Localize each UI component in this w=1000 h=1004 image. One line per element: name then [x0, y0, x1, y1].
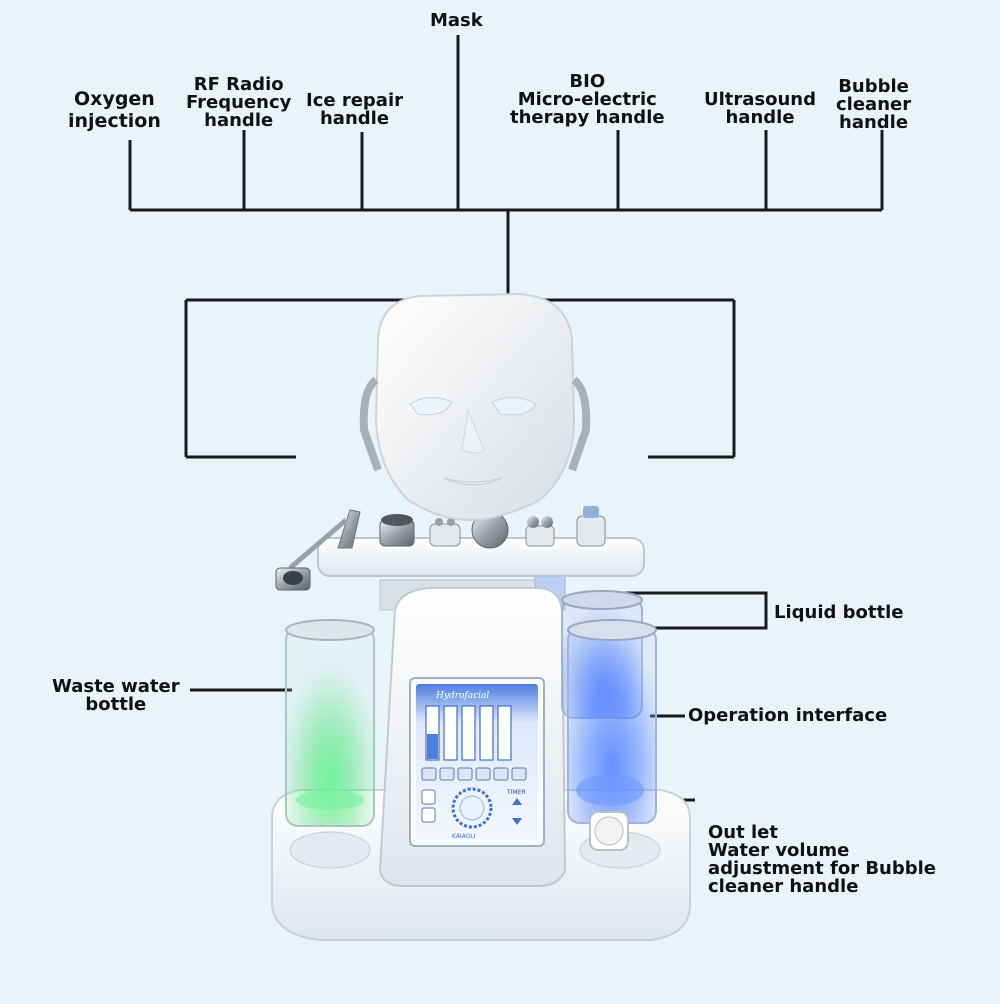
label-mask: Mask	[430, 10, 483, 31]
label-rf-handle: RF Radio Frequency handle	[186, 74, 292, 131]
timer-dial[interactable]	[451, 787, 493, 829]
outlet-knob[interactable]	[589, 811, 629, 851]
label-waste-water-bottle: Waste water bottle	[52, 676, 180, 715]
connector-lines	[128, 35, 884, 802]
up-arrow-icon[interactable]	[512, 798, 522, 805]
label-bubble-cleaner-handle: Bubble cleaner handle	[836, 76, 912, 133]
label-operation-interface: Operation interface	[688, 705, 888, 726]
liquid-bottle	[561, 590, 657, 824]
label-bio-handle: BIO Micro-electric therapy handle	[510, 71, 665, 128]
ultrasound-handle[interactable]	[576, 506, 606, 547]
screen-timer: TIMER	[506, 789, 526, 796]
screen-brand-footer: KAIAOLI	[452, 833, 476, 840]
screen-icons	[421, 767, 527, 781]
label-ice-repair-handle: Ice repair handle	[306, 90, 404, 129]
oxygen-injection-handle[interactable]	[275, 509, 361, 591]
down-arrow-icon[interactable]	[512, 818, 522, 825]
screen-bars	[425, 705, 512, 761]
rf-radio-frequency-handle[interactable]	[379, 514, 415, 547]
label-ultrasound-handle: Ultrasound handle	[704, 89, 817, 128]
label-outlet: Out let Water volume adjustment for Bubb…	[708, 822, 937, 897]
screen-brand: Hydrofacial	[435, 691, 489, 701]
touch-screen[interactable]: Hydrofacial TIMER	[409, 677, 545, 847]
bio-micro-electric-therapy-handle[interactable]	[525, 516, 555, 547]
ice-repair-handle[interactable]	[429, 518, 461, 547]
waste-water-bottle	[285, 619, 375, 827]
label-oxygen-injection: Oxygen injection	[68, 88, 161, 132]
led-mask	[359, 292, 591, 522]
label-liquid-bottle: Liquid bottle	[774, 602, 904, 623]
